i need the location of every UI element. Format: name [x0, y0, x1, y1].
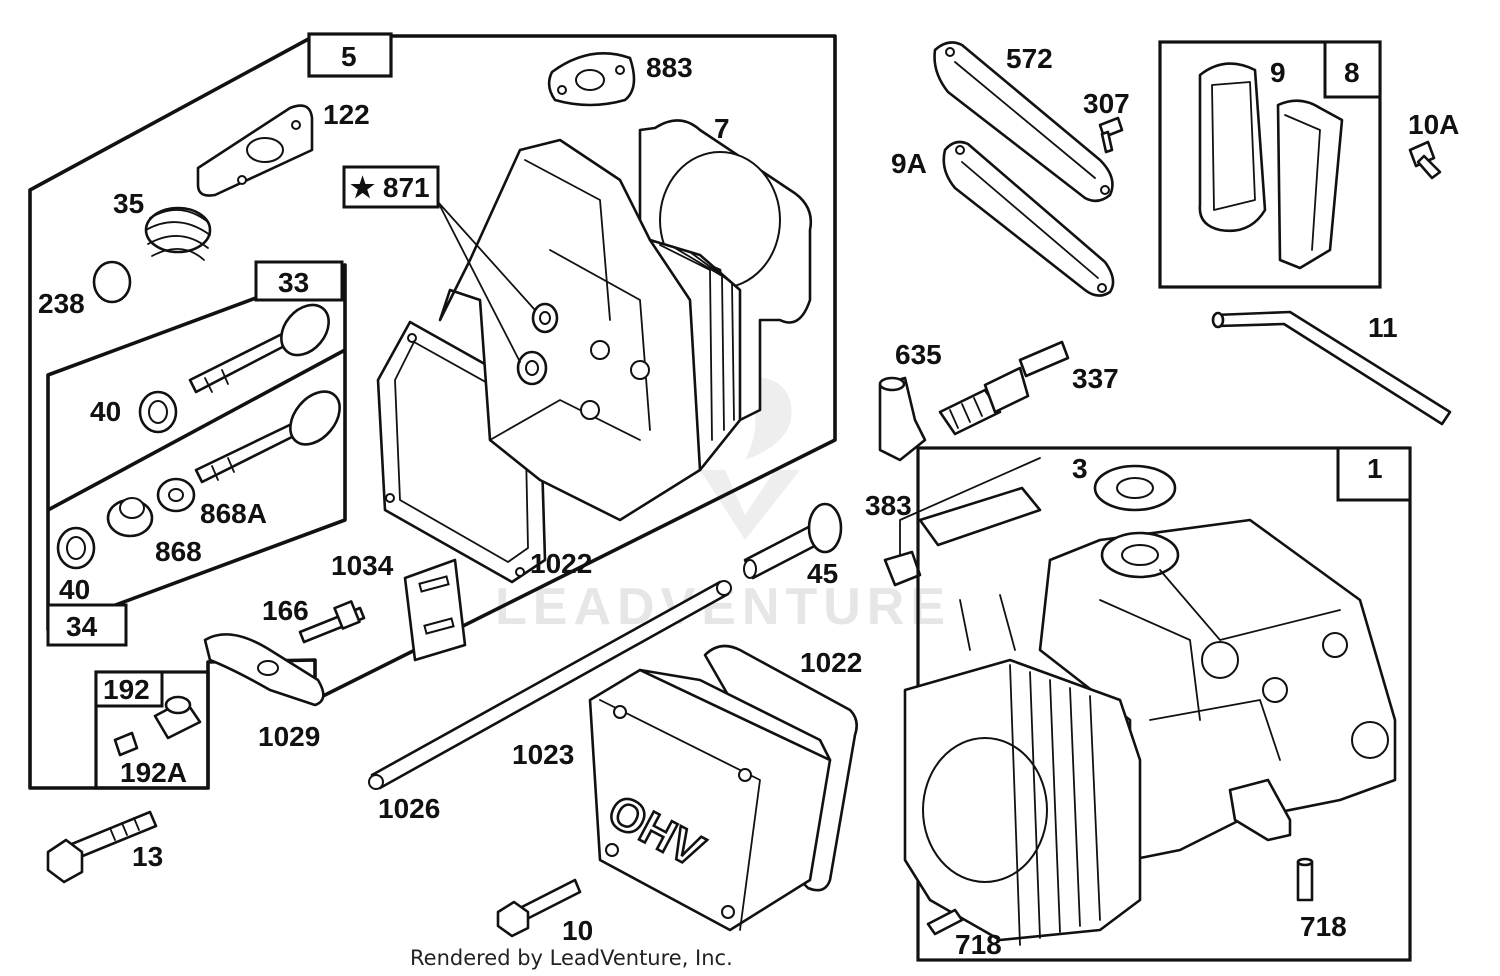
label-572: 572 — [1006, 43, 1053, 74]
label-3: 3 — [1072, 453, 1088, 484]
label-122: 122 — [323, 99, 370, 130]
label-868a: 868A — [200, 498, 267, 529]
rocker-stud-subgroup-frame — [94, 670, 210, 790]
label-1029: 1029 — [258, 721, 320, 752]
washer-868a — [156, 477, 196, 513]
label-1023: 1023 — [512, 739, 574, 770]
screw-10a — [1408, 140, 1442, 180]
watermark: LEADVENTURE — [495, 377, 945, 636]
dowel-pin-718-left — [926, 908, 964, 936]
push-rod-guide-1034 — [403, 558, 467, 662]
label-192a: 192A — [120, 757, 187, 788]
exhaust-valve — [194, 390, 341, 484]
spark-plug-337 — [938, 340, 1070, 436]
spark-plug-boot-635 — [878, 376, 927, 462]
label-166: 166 — [262, 595, 309, 626]
spacer-122 — [196, 104, 314, 197]
intake-valve — [188, 303, 330, 394]
valve-seal-868 — [106, 497, 154, 538]
valve-subgroup-frame — [46, 260, 347, 647]
label-718-left: 718 — [955, 929, 1002, 960]
bolt-13 — [46, 810, 158, 884]
label-1034: 1034 — [331, 550, 394, 581]
rocker-arm-1029 — [203, 633, 325, 707]
box-5 — [307, 32, 393, 78]
label-871-box: ★ 871 — [342, 165, 440, 209]
label-7: 7 — [714, 113, 730, 144]
label-34: 34 — [66, 611, 98, 642]
label-10a: 10A — [1408, 109, 1459, 140]
label-718-right: 718 — [1300, 911, 1347, 942]
credit-line: Rendered by LeadVenture, Inc. — [410, 946, 733, 970]
tappet-45 — [743, 502, 843, 580]
cylinder-head — [437, 119, 813, 522]
label-337: 337 — [1072, 363, 1119, 394]
valve-keeper-40-lower — [56, 526, 96, 570]
dowel-pin-718-right — [1296, 857, 1314, 902]
gasket-883 — [547, 52, 636, 107]
governor-assembly-383 — [883, 457, 1042, 587]
valve-keeper-40-upper — [138, 390, 178, 434]
label-35: 35 — [113, 188, 144, 219]
setscrew-192a — [113, 731, 139, 757]
label-1026: 1026 — [378, 793, 440, 824]
cap-238 — [92, 260, 132, 304]
label-192: 192 — [103, 674, 150, 705]
label-40-lower: 40 — [59, 574, 90, 605]
label-8: 8 — [1344, 57, 1360, 88]
rocker-stud-166 — [298, 600, 366, 644]
breather-gaskets-572-9a — [933, 41, 1115, 297]
oil-seal-3 — [1093, 464, 1177, 512]
label-9a: 9A — [891, 148, 927, 179]
label-5: 5 — [341, 41, 357, 72]
label-238: 238 — [38, 288, 85, 319]
label-307: 307 — [1083, 88, 1130, 119]
label-383: 383 — [865, 490, 912, 521]
label-33: 33 — [278, 267, 309, 298]
rocker-nut-192 — [153, 695, 202, 740]
label-9: 9 — [1270, 57, 1286, 88]
label-635: 635 — [895, 339, 942, 370]
part-labels: 5 883 7 122 ★ 871 35 238 33 40 868A 868 … — [38, 41, 1459, 960]
label-868: 868 — [155, 536, 202, 567]
label-1022-left: 1022 — [530, 548, 592, 579]
crankcase-cylinder-1 — [903, 518, 1397, 946]
breather-tube-11 — [1211, 310, 1452, 426]
valve-spring-35 — [144, 206, 212, 261]
label-871: ★ 871 — [350, 172, 430, 203]
breather-assembly-frame — [1158, 40, 1382, 289]
rocker-cover-1023: OHV — [588, 668, 832, 932]
crankcase-frame — [916, 446, 1412, 962]
label-1: 1 — [1367, 453, 1383, 484]
label-10: 10 — [562, 915, 593, 946]
label-45: 45 — [807, 558, 838, 589]
label-40-upper: 40 — [90, 396, 121, 427]
label-11: 11 — [1368, 312, 1398, 343]
label-1022-right: 1022 — [800, 647, 862, 678]
screw-307 — [1098, 116, 1124, 154]
label-883: 883 — [646, 52, 693, 83]
label-13: 13 — [132, 841, 163, 872]
bolt-10 — [496, 878, 582, 938]
push-rod-1026 — [368, 580, 732, 790]
